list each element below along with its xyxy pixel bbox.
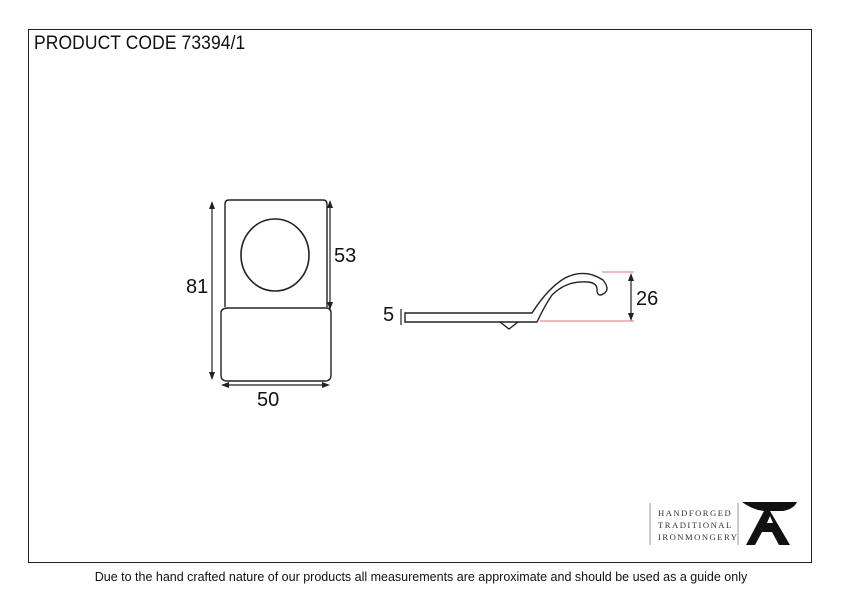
drawing-frame <box>28 29 812 563</box>
product-code: PRODUCT CODE 73394/1 <box>34 33 246 54</box>
hole-dimension <box>327 200 333 310</box>
disclaimer: Due to the hand crafted nature of our pr… <box>94 570 748 584</box>
side-profile <box>404 272 608 323</box>
anvil-a-icon <box>742 502 797 545</box>
logo-line-1: HANDFORGED <box>658 508 732 518</box>
brand-logo: HANDFORGED TRADITIONAL IRONMONGERY <box>649 502 797 545</box>
width-dimension <box>221 382 330 388</box>
side-view <box>404 272 608 330</box>
logo-line-3: IRONMONGERY <box>658 532 738 542</box>
depth-dimension <box>628 273 634 321</box>
depth-extensions <box>540 271 634 322</box>
height-dimension <box>209 201 215 380</box>
width-label: 50 <box>257 389 279 411</box>
side-pin <box>499 321 519 330</box>
cylinder-hole <box>240 218 310 292</box>
logo-line-2: TRADITIONAL <box>658 520 733 530</box>
front-view <box>220 199 332 382</box>
hole-height-label: 53 <box>334 245 356 267</box>
depth-label: 26 <box>636 288 658 310</box>
plate-upper <box>224 199 328 307</box>
height-label: 81 <box>186 276 208 298</box>
thickness-label: 5 <box>383 304 394 326</box>
plate-lower <box>220 307 332 382</box>
